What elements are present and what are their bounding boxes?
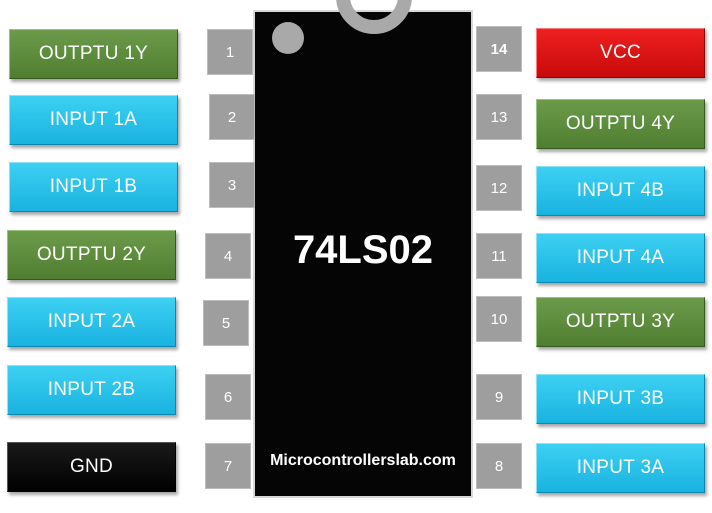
pin-8: 8: [476, 443, 522, 489]
label-input-4a: INPUT 4A: [536, 233, 705, 283]
label-output-1y: OUTPTU 1Y: [9, 29, 178, 79]
label-input-1a: INPUT 1A: [9, 95, 178, 145]
pin-7: 7: [205, 443, 251, 489]
pin-5: 5: [203, 300, 249, 346]
label-input-2b: INPUT 2B: [7, 365, 176, 415]
label-vcc: VCC: [536, 28, 705, 78]
chip-name: 74LS02: [292, 228, 434, 272]
pin-12: 12: [476, 165, 522, 211]
ic-body: [253, 10, 473, 498]
label-output-4y: OUTPTU 4Y: [536, 99, 705, 149]
pin-6: 6: [205, 374, 251, 420]
pin-9: 9: [476, 374, 522, 420]
label-output-2y: OUTPTU 2Y: [7, 230, 176, 280]
label-input-2a: INPUT 2A: [7, 297, 176, 347]
label-gnd: GND: [7, 442, 176, 492]
pin-2: 2: [209, 94, 255, 140]
label-input-3b: INPUT 3B: [536, 374, 705, 424]
label-input-4b: INPUT 4B: [536, 166, 705, 216]
pin1-indicator-dot: [272, 22, 304, 54]
chip-website: Microcontrollerslab.com: [270, 452, 456, 469]
pin-13: 13: [476, 94, 522, 140]
pin-4: 4: [205, 233, 251, 279]
pin-11: 11: [476, 233, 522, 279]
label-output-3y: OUTPTU 3Y: [536, 297, 705, 347]
pin-14: 14: [476, 26, 522, 72]
label-input-1b: INPUT 1B: [9, 162, 178, 212]
pin-1: 1: [207, 29, 253, 75]
pin-3: 3: [209, 162, 255, 208]
pin-10: 10: [476, 296, 522, 342]
label-input-3a: INPUT 3A: [536, 443, 705, 493]
